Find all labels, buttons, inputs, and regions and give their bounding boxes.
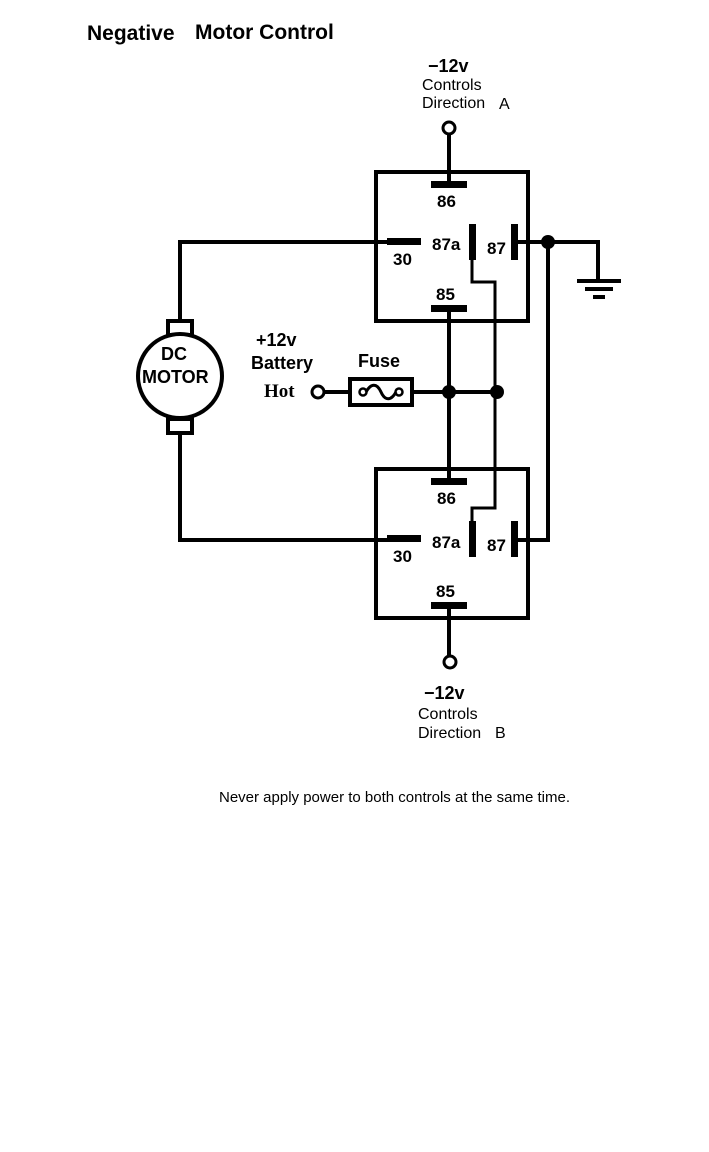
relay-b-pin-30-label: 30 <box>393 547 412 566</box>
relay-a-pin-30-contact <box>387 238 421 245</box>
relay-b-pin-85-contact <box>431 602 467 609</box>
dc-motor <box>136 319 224 435</box>
control-b-controls-label: Controls <box>418 706 478 723</box>
control-b-direction-label: Direction <box>418 725 481 742</box>
relay-b-box <box>374 467 530 620</box>
fuse-label: Fuse <box>358 351 400 371</box>
relay-b-pin-87a-label: 87a <box>432 533 461 552</box>
relay-b-pin-30-contact <box>387 535 421 542</box>
control-a-controls-label: Controls <box>422 77 482 94</box>
motor-label-dc: DC <box>161 344 187 364</box>
control-a-direction-label: Direction <box>422 95 485 112</box>
battery-label: Battery <box>251 353 313 373</box>
relay-a-pin-85-label: 85 <box>436 285 455 304</box>
control-b-letter: B <box>495 725 506 742</box>
relay-b-pin-86-label: 86 <box>437 489 456 508</box>
relay-b-pin-87a-contact <box>469 521 476 557</box>
relay-a-pin-30-label: 30 <box>393 250 412 269</box>
relay-a-pin-85-contact <box>431 305 467 312</box>
control-a-letter: A <box>499 96 510 113</box>
fuse-symbol <box>348 377 414 407</box>
motor-wiring <box>178 240 389 542</box>
relay-b-pin-85-label: 85 <box>436 582 455 601</box>
control-b-voltage: −12v <box>424 683 465 703</box>
control-a-voltage: −12v <box>428 56 469 76</box>
hot-bus-wiring <box>410 260 504 521</box>
battery-hot-label: Hot <box>264 381 295 402</box>
warning-note: Never apply power to both controls at th… <box>219 789 570 806</box>
battery-voltage: +12v <box>256 330 297 350</box>
relay-a-pin-86-contact <box>431 181 467 188</box>
ground-icon <box>577 279 621 299</box>
relay-a-pin-87-contact <box>511 224 518 260</box>
title-negative: Negative <box>87 22 175 45</box>
relay-b-pin-87-label: 87 <box>487 536 506 555</box>
battery-hot-terminal <box>310 384 351 400</box>
relay-a-pin-87-label: 87 <box>487 239 506 258</box>
relay-a-pin-87a-contact <box>469 224 476 260</box>
relay-b-pin-87-contact <box>511 521 518 557</box>
title-motor-control: Motor Control <box>195 21 334 44</box>
ground-bus-wiring <box>516 235 600 542</box>
control-b-terminal <box>442 607 458 670</box>
relay-a-box <box>374 170 530 323</box>
relay-b-pin-86-contact <box>431 478 467 485</box>
relay-a-pin-87a-label: 87a <box>432 235 461 254</box>
relay-a-pin-86-label: 86 <box>437 192 456 211</box>
motor-label-motor: MOTOR <box>142 367 209 387</box>
